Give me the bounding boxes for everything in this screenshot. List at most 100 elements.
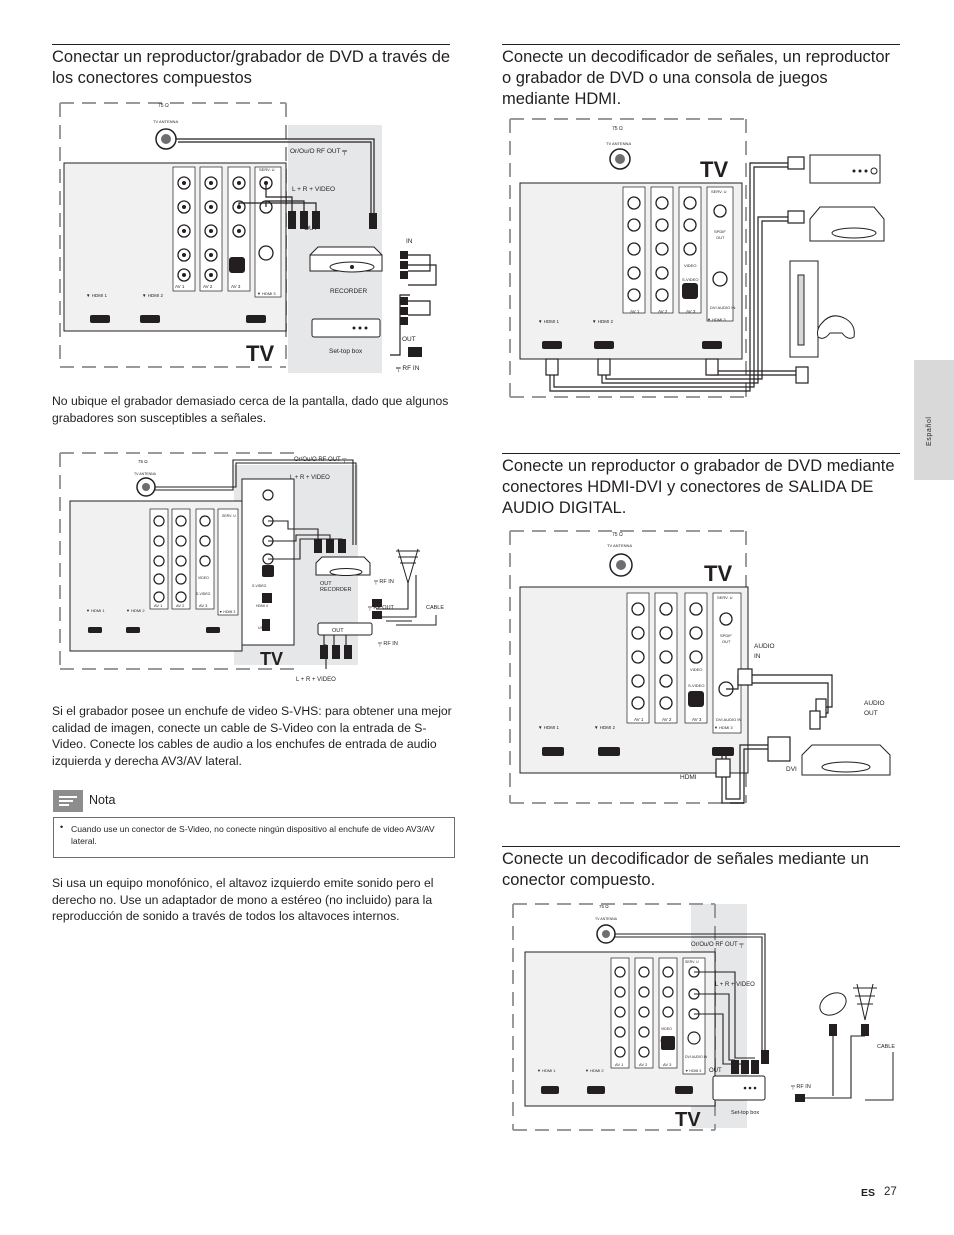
svg-text:OUT: OUT xyxy=(864,710,878,717)
svg-text:VIDEO: VIDEO xyxy=(198,576,209,580)
svg-text:SPDIF: SPDIF xyxy=(714,229,726,234)
svg-text:OUT: OUT xyxy=(709,1068,722,1074)
svg-text:S-VIDEO: S-VIDEO xyxy=(688,683,704,688)
svg-text:AV 2: AV 2 xyxy=(639,1062,648,1067)
svg-text:AV 3: AV 3 xyxy=(686,309,696,314)
svg-text:CABLE: CABLE xyxy=(426,605,444,611)
svg-text:TV: TV xyxy=(700,157,728,182)
svg-text:HDMI 4: HDMI 4 xyxy=(256,604,268,608)
svg-text:TV ANTENNA: TV ANTENNA xyxy=(606,141,631,146)
svg-text:TV ANTENNA: TV ANTENNA xyxy=(153,119,178,124)
svg-text:╤ RF IN: ╤ RF IN xyxy=(377,641,398,647)
svg-text:RECORDER: RECORDER xyxy=(320,587,352,593)
section-rule xyxy=(52,44,450,45)
svg-text:SERV. U: SERV. U xyxy=(711,189,727,194)
svg-text:SERV. U: SERV. U xyxy=(717,595,733,600)
svg-text:AV 3: AV 3 xyxy=(199,603,208,608)
svg-text:TV: TV xyxy=(260,649,283,669)
svg-text:╤ RF IN: ╤ RF IN xyxy=(790,1084,811,1090)
heading-hdmi-dvi: Conecte un reproductor o grabador de DVD… xyxy=(502,457,895,517)
svg-text:75 Ω: 75 Ω xyxy=(138,459,148,464)
svg-text:SPDIF: SPDIF xyxy=(720,633,732,638)
svg-text:RECORDER: RECORDER xyxy=(330,288,368,295)
svg-text:S-VIDEO: S-VIDEO xyxy=(660,1039,675,1043)
svg-text:OUT: OUT xyxy=(402,336,416,343)
svg-text:▼ HDMI 3: ▼ HDMI 3 xyxy=(707,317,726,322)
svg-text:S-VIDEO: S-VIDEO xyxy=(252,584,267,588)
svg-text:L + R + VIDEO: L + R + VIDEO xyxy=(296,677,336,683)
svg-text:▼ HDMI 2: ▼ HDMI 2 xyxy=(142,293,163,298)
svg-text:75 Ω: 75 Ω xyxy=(612,126,623,132)
diagram-dvd-composite: 75 Ω TV ANTENNA SERV. U AV 1 AV 2 AV 3 ▼… xyxy=(56,95,444,379)
svg-text:TV: TV xyxy=(704,561,732,586)
svg-text:OUT: OUT xyxy=(716,235,725,240)
page-number: 27 xyxy=(884,1186,897,1198)
svg-text:▼ HDMI 2: ▼ HDMI 2 xyxy=(594,725,615,730)
svg-text:TV ANTENNA: TV ANTENNA xyxy=(595,917,618,921)
svg-text:▼ HDMI 3: ▼ HDMI 3 xyxy=(257,291,276,296)
svg-text:TV ANTENNA: TV ANTENNA xyxy=(607,543,632,548)
svg-text:AUDIO: AUDIO xyxy=(864,700,885,707)
svg-text:Or/Ou/O RF OUT ╤: Or/Ou/O RF OUT ╤ xyxy=(290,148,347,155)
heading-composite-stb: Conecte un decodificador de señales medi… xyxy=(502,850,869,889)
svg-text:SERV. U: SERV. U xyxy=(685,960,699,964)
section-rule xyxy=(502,453,900,454)
svg-text:▼ HDMI 1: ▼ HDMI 1 xyxy=(538,319,559,324)
svg-text:TV: TV xyxy=(675,1109,701,1131)
svg-text:DVI: DVI xyxy=(786,766,797,773)
svg-text:AV 2: AV 2 xyxy=(662,717,672,722)
svg-text:AV 3: AV 3 xyxy=(663,1062,672,1067)
diagram-hdmi-dvi-audio: 75 Ω TV ANTENNA TV SERV. U SPDIF OUT VID… xyxy=(506,527,898,809)
paragraph-svhs: Si el grabador posee un enchufe de video… xyxy=(52,704,452,768)
svg-text:AV 1: AV 1 xyxy=(615,1062,624,1067)
section-rule xyxy=(502,44,900,45)
svg-text:▼ HDMI 3: ▼ HDMI 3 xyxy=(685,1069,701,1073)
svg-text:VIDEO: VIDEO xyxy=(690,667,702,672)
svg-text:AV 2: AV 2 xyxy=(176,603,185,608)
svg-text:Or/Ou/O RF OUT ╤: Or/Ou/O RF OUT ╤ xyxy=(294,457,347,463)
note-label: Nota xyxy=(89,793,116,807)
svg-text:▼ HDMI 3: ▼ HDMI 3 xyxy=(219,610,235,614)
svg-text:AV 3: AV 3 xyxy=(231,284,241,289)
svg-text:HDMI: HDMI xyxy=(680,774,697,781)
svg-text:DVI AUDIO IN: DVI AUDIO IN xyxy=(716,717,741,722)
svg-text:AV 2: AV 2 xyxy=(203,284,213,289)
svg-text:AUDIO: AUDIO xyxy=(754,643,775,650)
note-icon xyxy=(53,790,83,812)
svg-text:S-VIDEO: S-VIDEO xyxy=(196,592,211,596)
svg-text:L + R + VIDEO: L + R + VIDEO xyxy=(290,475,330,481)
svg-text:75 Ω: 75 Ω xyxy=(599,904,609,909)
svg-text:VIDEO: VIDEO xyxy=(661,1027,672,1031)
diagram-svideo-recorder: 75 Ω TV ANTENNA VIDEO S-VIDEO SERV. U S-… xyxy=(56,445,448,683)
svg-text:AV 1: AV 1 xyxy=(154,603,163,608)
language-side-tab: Español xyxy=(914,360,954,480)
svg-text:▼ HDMI 2: ▼ HDMI 2 xyxy=(592,319,613,324)
svg-text:DVI AUDIO IN: DVI AUDIO IN xyxy=(710,305,735,310)
svg-text:▼ HDMI 1: ▼ HDMI 1 xyxy=(86,293,107,298)
paragraph-mono: Si usa un equipo monofónico, el altavoz … xyxy=(52,876,434,923)
svg-text:OUT: OUT xyxy=(304,225,318,232)
svg-text:SERV. U: SERV. U xyxy=(222,514,236,518)
svg-text:OUT: OUT xyxy=(332,628,344,634)
svg-text:L + R + VIDEO: L + R + VIDEO xyxy=(292,186,335,193)
note-bullet: • xyxy=(60,822,64,832)
svg-text:SERV. U: SERV. U xyxy=(259,167,275,172)
svg-text:▼ HDMI 2: ▼ HDMI 2 xyxy=(585,1068,604,1073)
svg-text:TV: TV xyxy=(246,341,274,366)
footer-language-code: ES xyxy=(861,1187,876,1199)
svg-text:OUT: OUT xyxy=(722,639,731,644)
svg-text:USB: USB xyxy=(258,626,266,630)
svg-text:IN: IN xyxy=(406,238,413,245)
svg-text:DVI AUDIO IN: DVI AUDIO IN xyxy=(685,1055,708,1059)
svg-text:▼ HDMI 3: ▼ HDMI 3 xyxy=(714,725,733,730)
svg-text:AV 2: AV 2 xyxy=(658,309,668,314)
heading-hdmi: Conecte un decodificador de señales, un … xyxy=(502,48,890,108)
svg-text:AV 3: AV 3 xyxy=(692,717,702,722)
note-text: Cuando use un conector de S-Video, no co… xyxy=(71,824,435,846)
svg-text:▼ HDMI 2: ▼ HDMI 2 xyxy=(126,608,145,613)
svg-text:▼ HDMI 1: ▼ HDMI 1 xyxy=(537,1068,556,1073)
svg-text:IN: IN xyxy=(754,653,761,660)
svg-text:L + R + VIDEO: L + R + VIDEO xyxy=(715,982,755,988)
svg-text:▼ HDMI 1: ▼ HDMI 1 xyxy=(538,725,559,730)
svg-text:╤ RF IN: ╤ RF IN xyxy=(373,579,394,585)
